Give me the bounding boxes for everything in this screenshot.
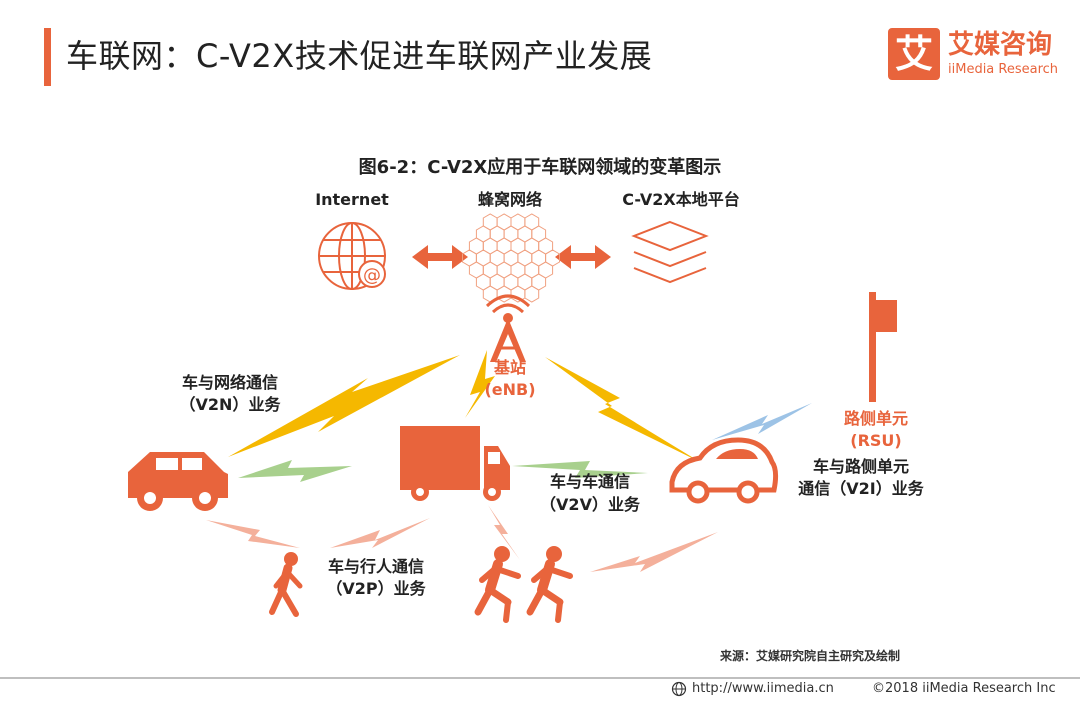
v2p-link-right (590, 532, 718, 572)
cellular-network-label: 蜂窝网络 (477, 190, 542, 209)
web-globe-icon (671, 681, 687, 697)
v2p-link-truck (488, 505, 520, 560)
antenna-tower-icon (485, 294, 531, 362)
layers-icon (631, 220, 709, 284)
cv2x-platform-label: C-V2X本地平台 (622, 190, 740, 209)
footer-copyright: ©2018 iiMedia Research Inc (872, 681, 1056, 696)
logo-mark: 艾 (888, 28, 940, 80)
v2p-label: 车与行人通信 (327, 557, 424, 576)
car-icon (128, 452, 228, 511)
page-title: 车联网：C-V2X技术促进车联网产业发展 (66, 37, 653, 75)
v2v-link-right (512, 461, 648, 478)
v2v-link-left (238, 460, 352, 482)
v2i-link (712, 403, 812, 440)
compact-car-icon (669, 437, 779, 504)
v2p-link-left (206, 520, 300, 548)
svg-text:@: @ (363, 265, 381, 286)
pedestrian-icon (269, 552, 303, 617)
v2i-sublabel: 通信（V2I）业务 (798, 479, 924, 498)
v2p-sublabel: （V2P）业务 (326, 579, 426, 598)
honeycomb-cell (524, 285, 540, 303)
v2v-label: 车与车通信 (549, 472, 630, 491)
double-arrow-right (555, 245, 611, 269)
v2v-sublabel: （V2V）业务 (540, 495, 640, 514)
source-note: 来源：艾媒研究院自主研究及绘制 (720, 649, 901, 663)
base-station-sublabel: (eNB) (484, 380, 536, 399)
honeycomb-icon (462, 213, 560, 303)
figure-title: 图6-2：C-V2X应用于车联网领域的变革图示 (358, 157, 722, 178)
footer-url-link[interactable]: http://www.iimedia.cn (692, 681, 834, 696)
v2n-lightning-bolt (228, 355, 460, 457)
double-arrow-left (412, 245, 468, 269)
v2p-link-mid (330, 518, 430, 548)
truck-icon (400, 426, 510, 501)
v2i-label: 车与路侧单元 (812, 457, 909, 476)
logo-name-cn: 艾媒咨询 (948, 30, 1053, 60)
rsu-sublabel: (RSU) (850, 431, 902, 450)
rsu-label: 路侧单元 (843, 409, 908, 428)
rsu-pole-icon (869, 292, 897, 402)
footer-divider (0, 677, 1080, 679)
v2v-base-lightning-bolt (465, 350, 495, 418)
title-accent-bar (44, 28, 51, 86)
base-station-label: 基站 (493, 358, 526, 377)
v2n-sublabel: （V2N）业务 (179, 395, 281, 414)
honeycomb-cell (496, 285, 512, 303)
globe-at-icon: @ (318, 222, 386, 290)
logo-mark-glyph: 艾 (894, 32, 933, 76)
runners-icon (474, 546, 573, 623)
internet-label: Internet (315, 190, 389, 209)
v2i-lightning-bolt (545, 357, 700, 462)
logo-name-en: iiMedia Research (948, 62, 1059, 77)
v2n-label: 车与网络通信 (181, 373, 278, 392)
